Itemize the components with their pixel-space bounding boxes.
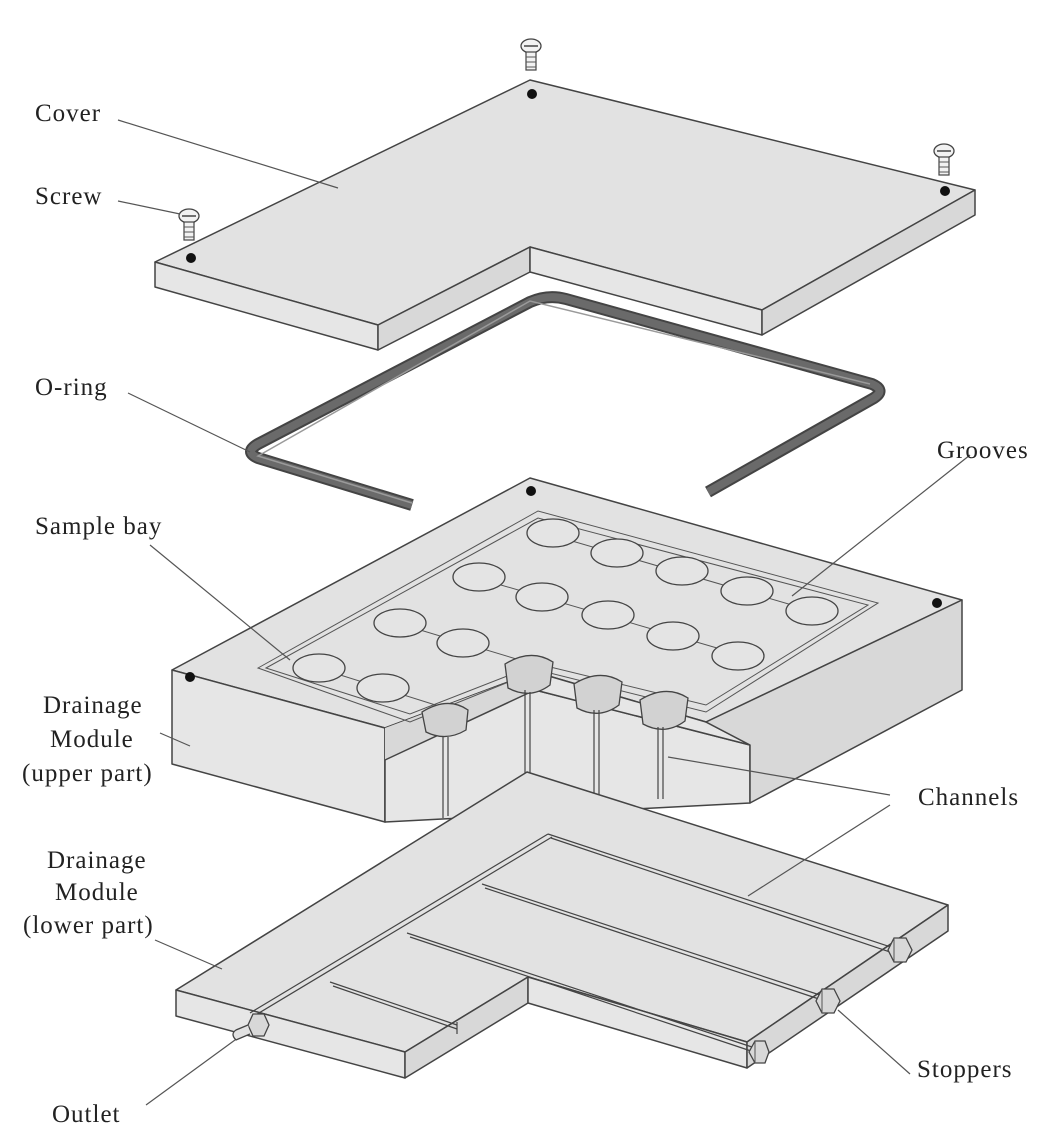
screw-icon bbox=[178, 208, 200, 241]
screw-hole bbox=[940, 186, 950, 196]
stopper-icon bbox=[748, 1040, 770, 1064]
drainage-module-upper bbox=[171, 477, 963, 823]
sample-bay-wells bbox=[292, 518, 839, 703]
cut-wells bbox=[421, 654, 689, 738]
leader-lines bbox=[117, 119, 971, 1106]
label-channels: Channels bbox=[918, 784, 1019, 811]
screw-hole bbox=[527, 89, 537, 99]
screw-hole bbox=[185, 672, 195, 682]
screw-icon bbox=[520, 38, 542, 71]
label-drainage-upper-line3: (upper part) bbox=[22, 760, 153, 787]
drainage-module-lower bbox=[175, 771, 949, 1079]
label-drainage-lower-line1: Drainage bbox=[47, 847, 147, 874]
label-drainage-upper-line1: Drainage bbox=[43, 692, 143, 719]
label-grooves: Grooves bbox=[937, 437, 1029, 464]
label-sample-bay: Sample bay bbox=[35, 513, 162, 540]
cover-part bbox=[154, 79, 976, 351]
label-drainage-lower-line2: Module bbox=[55, 879, 139, 906]
outlet-icon bbox=[232, 1013, 270, 1041]
channel-grooves bbox=[249, 833, 901, 1053]
screw-icon bbox=[933, 143, 955, 176]
screw-hole bbox=[526, 486, 536, 496]
o-ring-part bbox=[245, 291, 886, 511]
label-stoppers: Stoppers bbox=[917, 1056, 1013, 1083]
label-drainage-lower-line3: (lower part) bbox=[23, 912, 154, 939]
label-drainage-upper-line2: Module bbox=[50, 726, 134, 753]
label-outlet: Outlet bbox=[52, 1101, 121, 1128]
label-screw: Screw bbox=[35, 183, 102, 210]
stopper-icon bbox=[887, 937, 913, 963]
screw-hole bbox=[932, 598, 942, 608]
stopper-icon bbox=[815, 988, 841, 1014]
label-o-ring: O-ring bbox=[35, 374, 108, 401]
labels: Cover Screw O-ring Grooves Sample bay Dr… bbox=[22, 100, 1029, 1128]
screw-hole bbox=[186, 253, 196, 263]
label-cover: Cover bbox=[35, 100, 101, 127]
